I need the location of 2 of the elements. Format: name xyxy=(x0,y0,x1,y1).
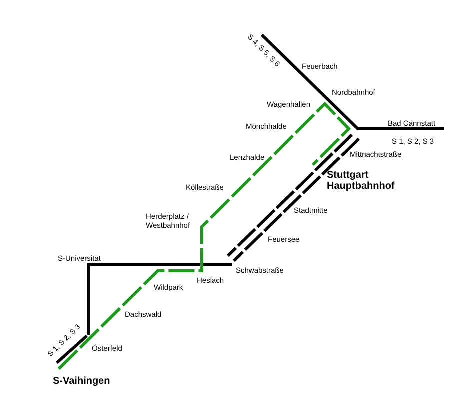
station-label: S-Vaihingen xyxy=(53,376,112,387)
station-label: Stuttgart Hauptbahnhof xyxy=(327,170,396,192)
